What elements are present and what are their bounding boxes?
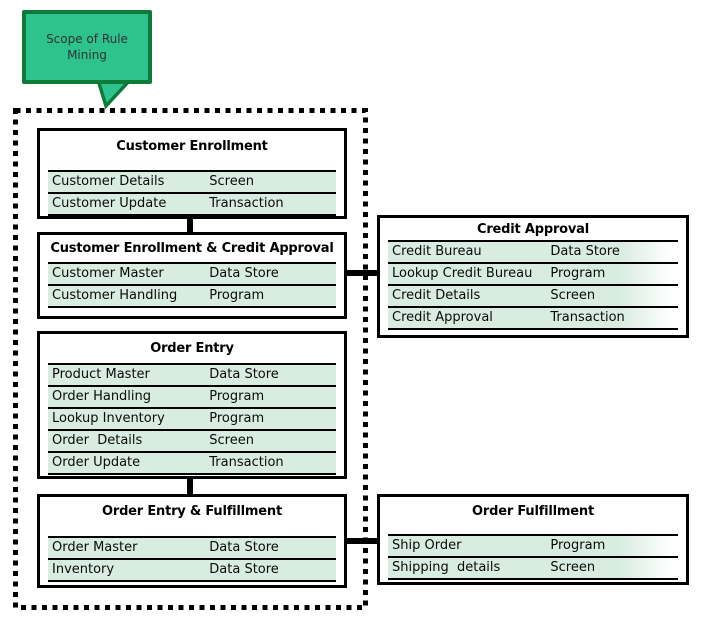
connector-orderentry-to-orderentry-fulfillment <box>187 477 193 496</box>
artifact-table: Ship Order Program Shipping details Scre… <box>388 534 678 580</box>
scope-callout-line2: Mining <box>67 48 107 62</box>
box-title: Order Entry <box>150 341 234 356</box>
artifact-type-cell: Data Store <box>209 266 279 281</box>
table-row: Credit Bureau Data Store <box>388 240 678 262</box>
table-row: Credit Approval Transaction <box>388 306 678 328</box>
artifact-type-cell: Data Store <box>209 540 279 555</box>
table-row: Order Update Transaction <box>48 451 336 473</box>
table-row: Order Master Data Store <box>48 536 336 558</box>
box-order-entry: Order Entry Product Master Data Store Or… <box>37 331 347 479</box>
artifact-type-cell: Program <box>209 411 265 426</box>
artifact-name-cell: Order Handling <box>52 389 152 404</box>
artifact-type-cell: Data Store <box>550 244 620 259</box>
artifact-type-cell: Screen <box>209 174 254 189</box>
artifact-name-cell: Product Master <box>52 367 150 382</box>
artifact-type-cell: Program <box>550 538 606 553</box>
box-order-fulfillment: Order Fulfillment Ship Order Program Shi… <box>377 494 689 585</box>
artifact-type-cell: Program <box>209 389 265 404</box>
box-credit-approval: Credit Approval Credit Bureau Data Store… <box>377 215 689 338</box>
artifact-table: Customer Details Screen Customer Update … <box>48 170 336 216</box>
box-title: Credit Approval <box>477 222 589 237</box>
connector-enrollment-to-enrollment-credit <box>187 217 193 234</box>
artifact-name-cell: Credit Details <box>392 288 481 303</box>
table-row: Customer Master Data Store <box>48 262 336 284</box>
artifact-name-cell: Credit Approval <box>392 310 493 325</box>
artifact-type-cell: Screen <box>209 433 254 448</box>
artifact-name-cell: Customer Handling <box>52 288 178 303</box>
table-row: Lookup Inventory Program <box>48 407 336 429</box>
artifact-table: Customer Master Data Store Customer Hand… <box>48 262 336 308</box>
artifact-name-cell: Inventory <box>52 562 115 577</box>
box-title: Customer Enrollment <box>116 139 268 154</box>
artifact-name-cell: Order Details <box>52 433 143 448</box>
artifact-name-cell: Lookup Credit Bureau <box>392 266 533 281</box>
artifact-name-cell: Ship Order <box>392 538 462 553</box>
table-row: Customer Update Transaction <box>48 192 336 214</box>
artifact-name-cell: Order Update <box>52 455 141 470</box>
artifact-table: Product Master Data Store Order Handling… <box>48 363 336 475</box>
box-title: Order Entry & Fulfillment <box>102 504 282 519</box>
artifact-type-cell: Data Store <box>209 367 279 382</box>
artifact-name-cell: Credit Bureau <box>392 244 482 259</box>
table-row: Shipping details Screen <box>388 556 678 578</box>
box-customer-enrollment-credit-approval: Customer Enrollment & Credit Approval Cu… <box>37 232 347 319</box>
table-row: Customer Details Screen <box>48 170 336 192</box>
table-row: Customer Handling Program <box>48 284 336 306</box>
artifact-type-cell: Screen <box>550 560 596 575</box>
artifact-name-cell: Shipping details <box>392 560 501 575</box>
table-row: Lookup Credit Bureau Program <box>388 262 678 284</box>
connector-orderentry-fulfillment-to-order-fulfillment <box>345 538 379 544</box>
artifact-table: Credit Bureau Data Store Lookup Credit B… <box>388 240 678 330</box>
table-row: Order Details Screen <box>48 429 336 451</box>
table-row: Credit Details Screen <box>388 284 678 306</box>
box-order-entry-fulfillment: Order Entry & Fulfillment Order Master D… <box>37 494 347 588</box>
artifact-name-cell: Customer Master <box>52 266 164 281</box>
table-row: Inventory Data Store <box>48 558 336 580</box>
box-title: Customer Enrollment & Credit Approval <box>50 241 334 256</box>
scope-callout-text: Scope of Rule Mining <box>46 31 128 63</box>
artifact-name-cell: Order Master <box>52 540 138 555</box>
box-customer-enrollment: Customer Enrollment Customer Details Scr… <box>37 128 347 219</box>
connector-enrollment-credit-to-credit-approval <box>345 270 379 276</box>
table-row: Product Master Data Store <box>48 363 336 385</box>
artifact-name-cell: Customer Details <box>52 174 165 189</box>
artifact-type-cell: Program <box>209 288 265 303</box>
artifact-type-cell: Transaction <box>209 196 284 211</box>
box-title: Order Fulfillment <box>472 504 594 519</box>
artifact-type-cell: Program <box>550 266 606 281</box>
artifact-type-cell: Transaction <box>550 310 625 325</box>
artifact-name-cell: Lookup Inventory <box>52 411 165 426</box>
artifact-type-cell: Screen <box>550 288 596 303</box>
scope-callout: Scope of Rule Mining <box>22 10 152 84</box>
table-row: Order Handling Program <box>48 385 336 407</box>
artifact-type-cell: Data Store <box>209 562 279 577</box>
artifact-table: Order Master Data Store Inventory Data S… <box>48 536 336 582</box>
table-row: Ship Order Program <box>388 534 678 556</box>
scope-callout-line1: Scope of Rule <box>46 31 128 46</box>
artifact-type-cell: Transaction <box>209 455 284 470</box>
artifact-name-cell: Customer Update <box>52 196 167 211</box>
